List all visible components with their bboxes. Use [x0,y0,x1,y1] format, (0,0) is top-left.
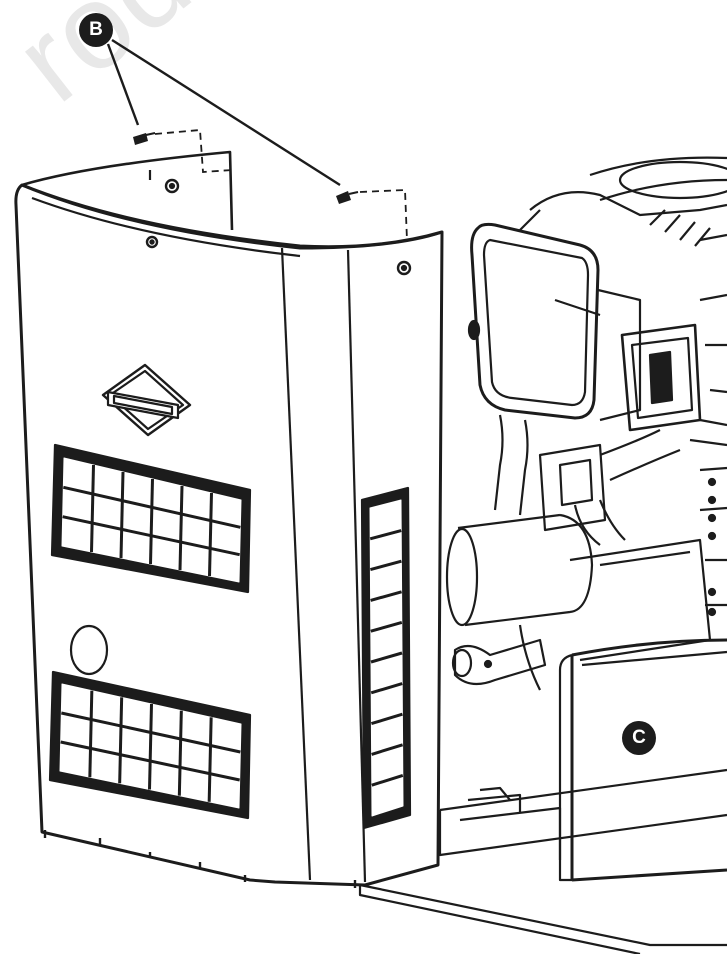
callout-b: B [79,13,113,47]
upper-grille-bar [178,485,184,571]
lower-grille-bar [177,710,183,796]
callout-c: C [622,721,656,755]
screw-left [133,132,156,145]
callout-b-leaders [106,38,341,187]
side-grille-bar [370,712,403,726]
upper-grille-bar [208,492,213,577]
engine-assembly [445,156,727,691]
side-grille-bar [369,529,402,541]
lower-grille-bar [148,703,153,790]
lower-grille-bar [118,697,124,784]
enclosure-cover [558,638,727,882]
upper-grille-bar [62,515,240,557]
upper-grille-bar [119,471,125,559]
lower-grille-bar [60,740,240,782]
side-grille-bar [370,590,403,602]
side-grille-bar [370,651,403,664]
upper-grille-bar [149,478,154,565]
side-grille-bar [370,682,403,695]
side-grille-bar [370,559,402,572]
upper-grille-bar [63,485,241,529]
lower-grille-bar [207,717,213,802]
screw-right [336,191,359,204]
lower-grille-bar [88,690,94,778]
install-path-lines [154,129,408,241]
side-grille-bar [370,620,403,633]
lower-grille-bar [61,711,241,754]
side-grille-bar [371,743,404,756]
brand-logo [101,363,192,437]
upper-grille-bar [90,464,95,553]
side-grille-bar [371,773,404,787]
